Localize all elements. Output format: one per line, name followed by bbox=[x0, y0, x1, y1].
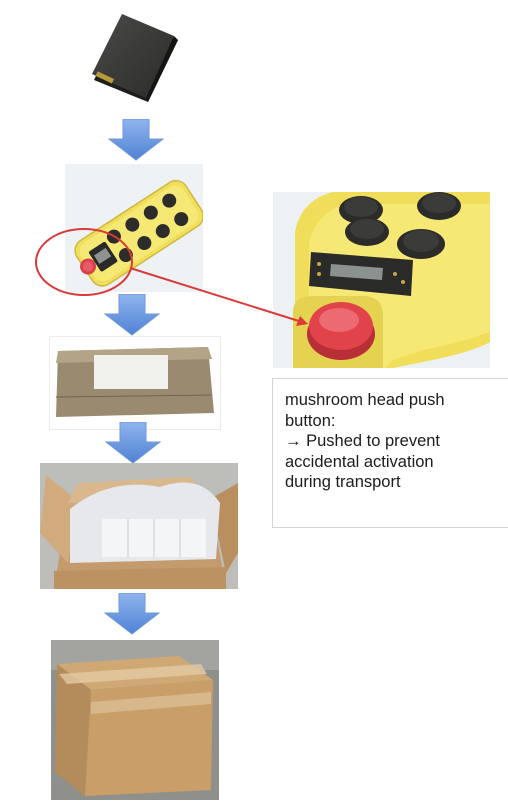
flow-arrow-2 bbox=[103, 294, 161, 336]
callout-text: mushroom head push button: → Pushed to p… bbox=[285, 391, 445, 491]
pendant-closeup-image bbox=[273, 192, 490, 368]
battery-pack-image bbox=[88, 14, 180, 104]
flow-arrow-4 bbox=[103, 593, 161, 635]
flow-arrow-3 bbox=[104, 422, 162, 464]
sealed-box-image bbox=[51, 640, 219, 800]
callout-box: mushroom head push button: → Pushed to p… bbox=[272, 378, 508, 528]
pendant-control-image bbox=[65, 164, 203, 292]
open-box-image bbox=[40, 463, 238, 589]
flow-arrow-1 bbox=[107, 119, 165, 161]
small-box-image bbox=[49, 336, 221, 430]
